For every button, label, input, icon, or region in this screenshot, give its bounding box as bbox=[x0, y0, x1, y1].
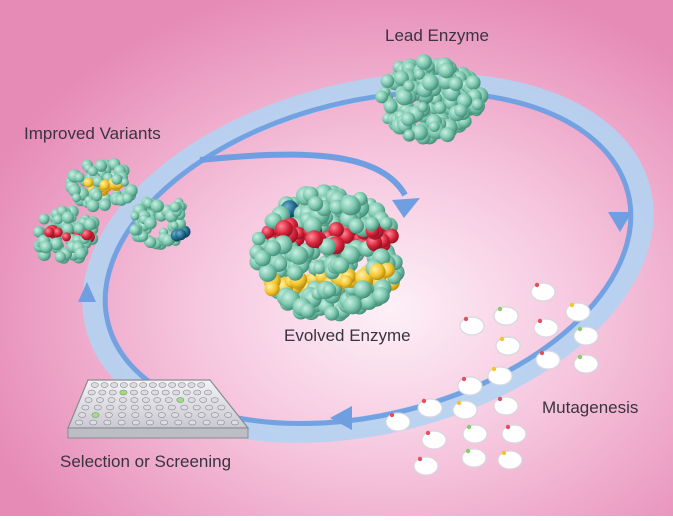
plasmid-ring bbox=[487, 366, 513, 386]
mutagenesis-label: Mutagenesis bbox=[542, 398, 639, 417]
plasmid-ring bbox=[385, 412, 411, 432]
plasmid-ring bbox=[457, 376, 483, 396]
lead-enzyme-label: Lead Enzyme bbox=[385, 26, 489, 45]
plasmid-ring bbox=[461, 448, 487, 468]
plasmid-ring bbox=[493, 306, 519, 326]
plasmid-ring bbox=[495, 336, 521, 356]
plasmid-ring bbox=[535, 350, 561, 370]
plasmid-library bbox=[385, 282, 599, 476]
cycle-arrow-head-right bbox=[608, 212, 632, 232]
well-plate bbox=[67, 379, 250, 439]
evolved-enzyme-label: Evolved Enzyme bbox=[284, 326, 411, 345]
improvement-arrow-head bbox=[392, 198, 420, 218]
plasmid-ring bbox=[462, 424, 488, 444]
cycle-arrow-line bbox=[102, 89, 634, 427]
plasmid-ring bbox=[533, 318, 559, 338]
plasmid-ring bbox=[530, 282, 556, 302]
plasmid-ring bbox=[421, 430, 447, 450]
plasmid-ring bbox=[493, 396, 519, 416]
evolved-enzyme-protein bbox=[249, 184, 405, 322]
plasmid-ring bbox=[497, 450, 523, 470]
variant-protein bbox=[65, 158, 138, 213]
variant-protein bbox=[33, 205, 100, 264]
plasmid-ring bbox=[501, 424, 527, 444]
plasmid-ring bbox=[413, 456, 439, 476]
variant-protein bbox=[129, 196, 191, 250]
improved-variants-label: Improved Variants bbox=[24, 124, 161, 143]
selection-label: Selection or Screening bbox=[60, 452, 232, 471]
plasmid-ring bbox=[565, 302, 591, 322]
plasmid-ring bbox=[452, 400, 478, 420]
plasmid-ring bbox=[417, 398, 443, 418]
cycle-arrow-head-left bbox=[78, 282, 96, 302]
cycle-arrow-head-bottom bbox=[330, 406, 352, 430]
plasmid-ring bbox=[573, 354, 599, 374]
plasmid-ring bbox=[573, 326, 599, 346]
improvement-arrow bbox=[199, 151, 408, 197]
plasmid-ring bbox=[459, 316, 485, 336]
lead-enzyme-protein bbox=[375, 54, 489, 145]
